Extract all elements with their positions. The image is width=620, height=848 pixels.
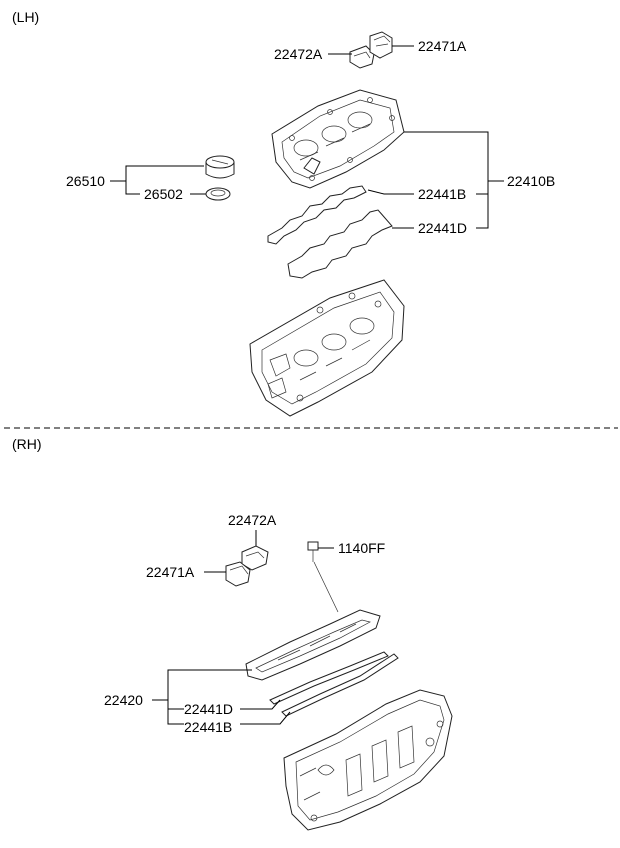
label-lh-22441b[interactable]: 22441B [418, 186, 466, 202]
leader-rh-22441b [240, 711, 291, 725]
label-lh-26510[interactable]: 26510 [66, 173, 105, 189]
label-lh-22472a[interactable]: 22472A [274, 46, 323, 62]
rh-part-22471a-drawing[interactable] [225, 561, 251, 587]
section-title-lh: (LH) [12, 9, 39, 25]
rh-gasket-22441d-drawing[interactable] [269, 651, 389, 705]
rh-cylinder-head-drawing[interactable] [283, 689, 453, 831]
lh-part-22472a-drawing[interactable] [349, 45, 375, 69]
label-rh-22441d[interactable]: 22441D [184, 701, 233, 717]
label-lh-22471a[interactable]: 22471A [418, 38, 467, 54]
leader-lh-22410b-bracket [404, 131, 489, 229]
lh-cap-gasket-drawing[interactable] [205, 187, 231, 201]
rh-bolt-1140ff-drawing[interactable] [307, 541, 339, 613]
label-rh-22420[interactable]: 22420 [104, 692, 143, 708]
label-lh-22410b[interactable]: 22410B [507, 173, 555, 189]
lh-part-22471a-drawing[interactable] [369, 31, 393, 59]
rh-gasket-22441b-drawing[interactable] [281, 653, 399, 717]
label-lh-22441d[interactable]: 22441D [418, 220, 467, 236]
lh-cylinder-head-drawing[interactable] [249, 279, 405, 417]
lh-gasket-22441d-drawing[interactable] [287, 209, 393, 279]
leader-rh-22420-bracket [167, 669, 252, 725]
leader-rh-22441d [240, 699, 281, 710]
rh-valve-cover-drawing[interactable] [245, 609, 381, 681]
leader-lh-22441b [367, 189, 414, 195]
label-rh-22472a[interactable]: 22472A [228, 512, 277, 528]
leader-lh-26510-26502 [125, 165, 204, 195]
label-lh-26502[interactable]: 26502 [144, 186, 183, 202]
label-rh-22441b[interactable]: 22441B [184, 719, 232, 735]
section-title-rh: (RH) [12, 436, 42, 452]
label-rh-1140ff[interactable]: 1140FF [338, 540, 385, 556]
lh-oil-filler-cap-drawing[interactable] [205, 155, 235, 179]
label-rh-22471a[interactable]: 22471A [146, 564, 195, 580]
lh-valve-cover-drawing[interactable] [271, 89, 405, 189]
lh-gasket-22441b-drawing[interactable] [267, 185, 367, 245]
